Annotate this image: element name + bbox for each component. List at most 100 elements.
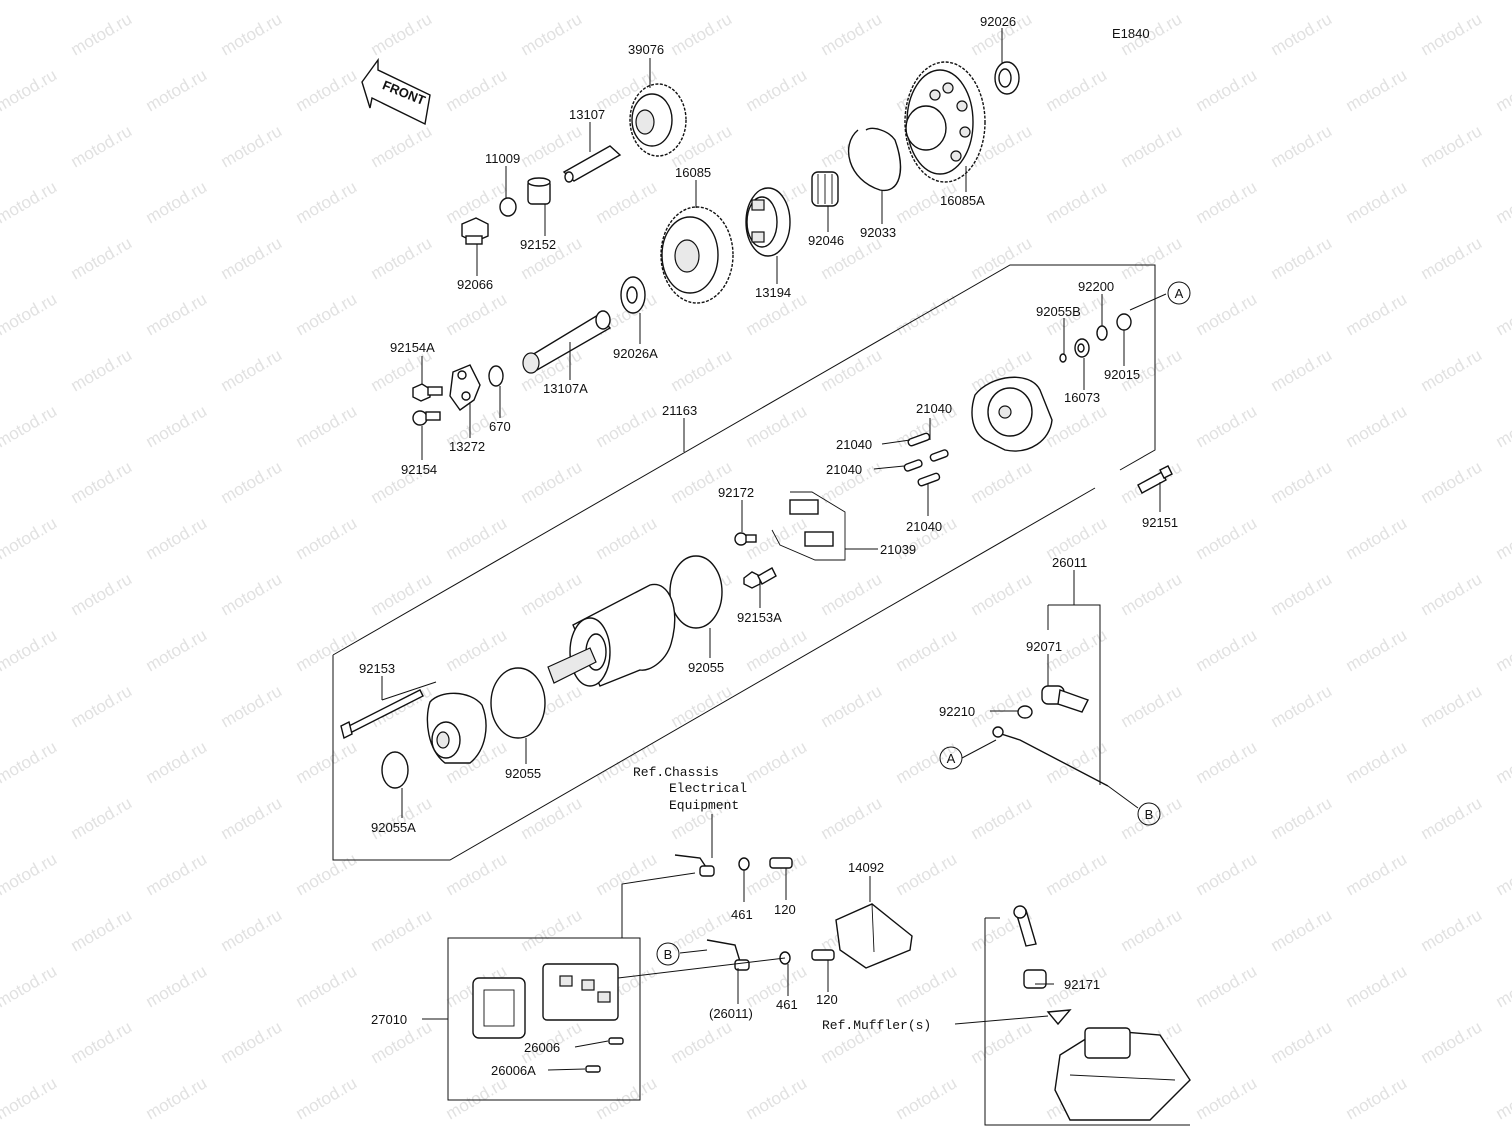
watermark-text: motod.ru [1268,233,1336,283]
label-13194: 13194 [755,285,791,300]
watermark-text: motod.ru [1043,401,1111,451]
watermark-text: motod.ru [368,569,436,619]
label-92046: 92046 [808,233,844,248]
relay-27010-icon [472,963,619,1039]
watermark-text: motod.ru [1193,849,1261,899]
label-16085: 16085 [675,165,711,180]
watermark-text: motod.ru [0,177,60,227]
watermark-text: motod.ru [143,513,211,563]
o-ring-92055A-icon [381,751,409,789]
watermark-text: motod.ru [218,905,286,955]
part-labels: E1840 39076 13107 11009 16085 92026 1608… [359,14,1178,1078]
nut-92015-icon [1116,313,1132,331]
watermark-text: motod.ru [1193,737,1261,787]
label-92153: 92153 [359,661,395,676]
label-16085A: 16085A [940,193,985,208]
ref-chassis-line1: Ref.Chassis [633,765,719,780]
watermark-text: motod.ru [1493,737,1512,787]
watermark-text: motod.ru [1418,1017,1486,1067]
watermark-text: motod.ru [368,905,436,955]
gear-39076-icon [629,83,687,157]
label-461-a: 461 [731,907,753,922]
watermark-text: motod.ru [143,289,211,339]
label-120-a: 120 [774,902,796,917]
watermark-text: motod.ru [1268,345,1336,395]
watermark-text: motod.ru [1118,121,1186,171]
watermark-text: motod.ru [143,961,211,1011]
watermark-text: motod.ru [1418,793,1486,843]
watermark-text: motod.ru [0,625,60,675]
watermark-text: motod.ru [1193,961,1261,1011]
watermark-text: motod.ru [518,793,586,843]
watermark-text: motod.ru [143,625,211,675]
label-92055-bottom: 92055 [505,766,541,781]
label-92200: 92200 [1078,279,1114,294]
watermark-text: motod.ru [1268,793,1336,843]
watermark-text: motod.ru [293,289,361,339]
watermark-text: motod.ru [68,457,136,507]
watermark-text: motod.ru [68,345,136,395]
bolt-92154A-icon [412,383,443,402]
label-21163: 21163 [662,403,697,418]
watermark-text: motod.ru [293,961,361,1011]
o-ring-670-icon [488,365,504,387]
label-21039: 21039 [880,542,916,557]
watermark-text: motod.ru [818,793,886,843]
watermark-text: motod.ru [68,233,136,283]
watermark-text: motod.ru [743,849,811,899]
watermark-text: motod.ru [1418,905,1486,955]
watermark-text: motod.ru [443,65,511,115]
label-92172: 92172 [718,485,754,500]
label-14092: 14092 [848,860,884,875]
watermark-text: motod.ru [893,1073,961,1123]
fuse-26006A-icon [585,1065,601,1073]
watermark-text: motod.ru [1493,65,1512,115]
watermark-text: motod.ru [293,849,361,899]
watermark-text: motod.ru [1493,513,1512,563]
watermark-text: motod.ru [743,401,811,451]
label-670: 670 [489,419,511,434]
watermark-text: motod.ru [218,569,286,619]
watermark-text: motod.ru [443,289,511,339]
nut-120-icon [769,857,793,869]
watermark-text: motod.ru [1268,121,1336,171]
watermark-text: motod.ru [443,849,511,899]
watermark-text: motod.ru [1418,9,1486,59]
bolt-92153-icon [340,689,424,740]
watermark-text: motod.ru [818,9,886,59]
watermark-text: motod.ru [593,177,661,227]
watermark-text: motod.ru [593,1073,661,1123]
washer-92200-icon [1096,325,1108,341]
bearing-92046-icon [811,171,839,207]
ref-chassis-line3: Equipment [669,798,739,813]
watermark-text: motod.ru [1343,737,1411,787]
watermark-text: motod.ru [1418,345,1486,395]
label-11009: 11009 [485,151,520,166]
watermark-text: motod.ru [143,849,211,899]
watermark-text: motod.ru [668,1017,736,1067]
watermark-text: motod.ru [143,401,211,451]
watermark-text: motod.ru [1268,457,1336,507]
watermark-text: motod.ru [1343,401,1411,451]
watermark-text: motod.ru [1418,457,1486,507]
label-13107: 13107 [569,107,605,122]
watermark-text: motod.ru [68,569,136,619]
brush-set-21039-icon [771,491,846,561]
label-21040-c: 21040 [826,462,862,477]
watermark-text: motod.ru [1118,569,1186,619]
watermark-text: motod.ru [1493,625,1512,675]
watermark-text: motod.ru [1493,289,1512,339]
watermark-text: motod.ru [743,737,811,787]
label-92015: 92015 [1104,367,1140,382]
watermark-text: motod.ru [143,1073,211,1123]
washer-92026A-icon [620,276,646,314]
label-13107A: 13107A [543,381,588,396]
watermark-text: motod.ru [593,401,661,451]
watermark-text: motod.ru [1343,289,1411,339]
clutch-13194-icon [745,187,791,257]
watermark-text: motod.ru [1268,1017,1336,1067]
o-ring-92055B-icon [1059,353,1067,363]
front-arrow-icon: FRONT [361,57,431,126]
callout-a-lead: A [939,746,963,770]
watermark-text: motod.ru [293,625,361,675]
